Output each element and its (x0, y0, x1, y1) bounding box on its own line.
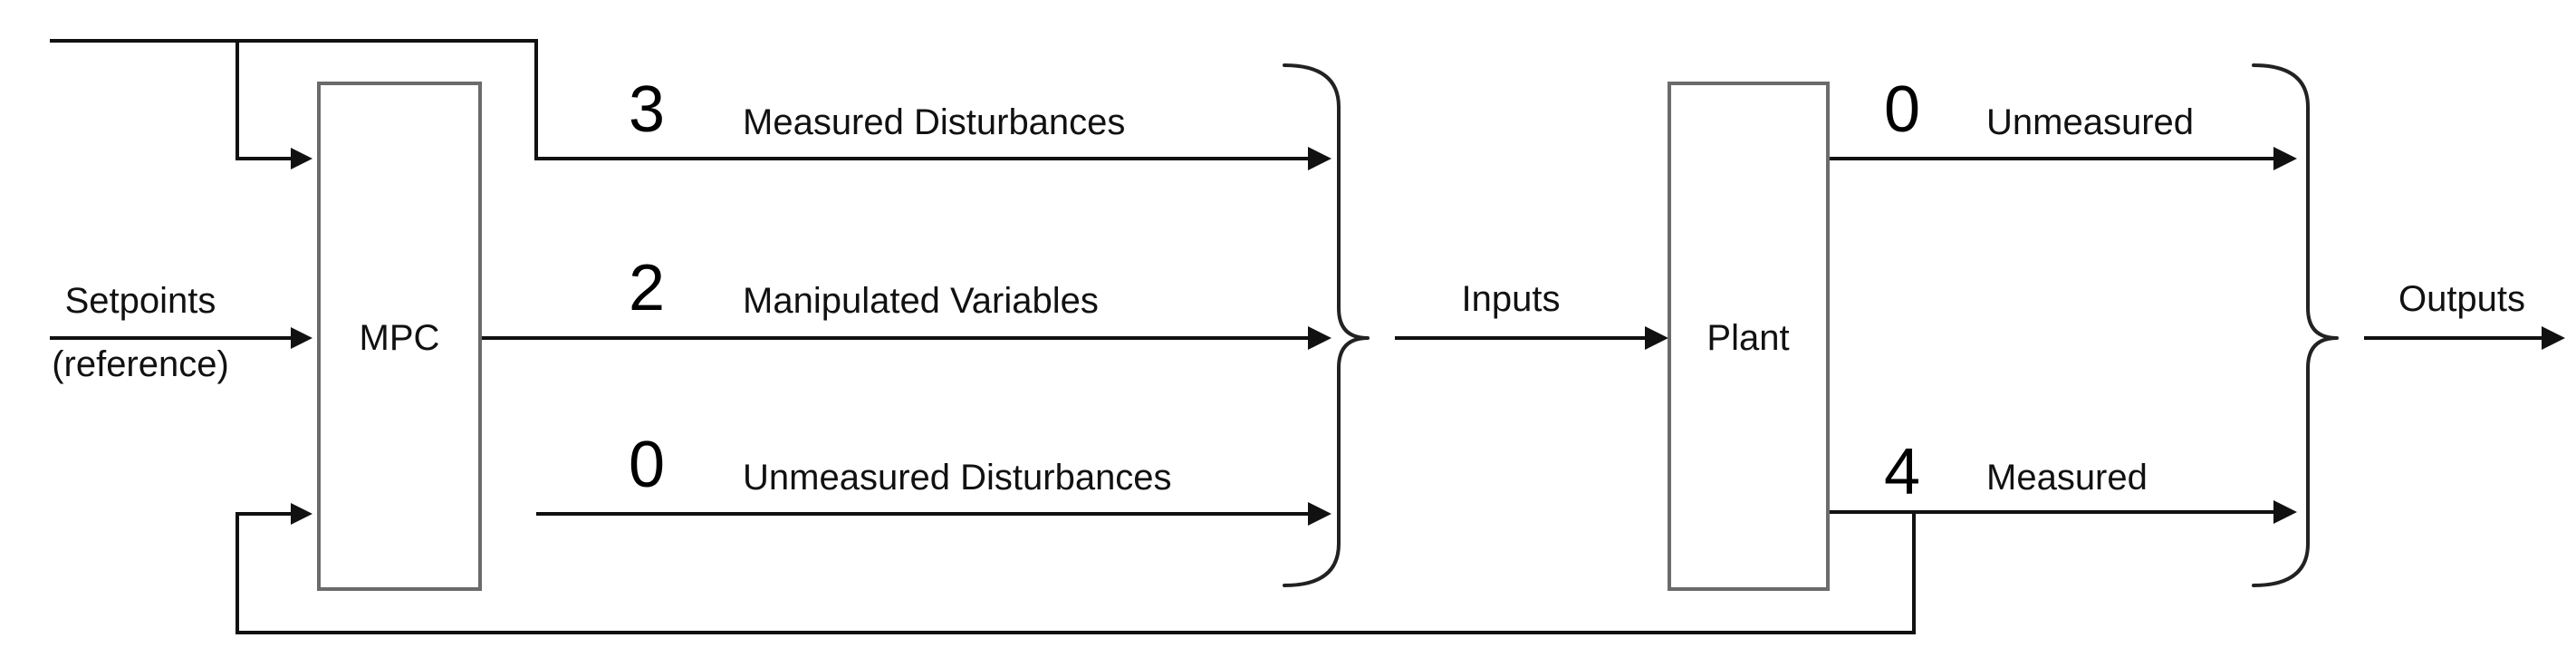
arrowhead-measured (2273, 500, 2297, 524)
setpoints-label: Setpoints (65, 281, 216, 321)
unmeasured-label: Unmeasured (1986, 102, 2194, 142)
feedback-wire (235, 512, 1916, 634)
arrowhead-md-mpc (291, 148, 312, 169)
arrowhead-unmeasured (2273, 147, 2297, 170)
md-to-mpc-wire (235, 41, 299, 160)
mpc-label: MPC (360, 318, 440, 358)
inputs-brace (1283, 63, 1370, 587)
arrowhead-inputs (1645, 326, 1668, 350)
md-label: Measured Disturbances (743, 102, 1125, 142)
md-count: 3 (629, 73, 665, 146)
measured-label: Measured (1986, 458, 2148, 498)
arrowhead-outputs (2542, 326, 2565, 350)
md-feed-wire (50, 39, 1309, 160)
arrowhead-md (1308, 147, 1331, 170)
mv-count: 2 (629, 252, 665, 324)
arrowhead-feedback (291, 503, 312, 525)
measured-count: 4 (1884, 436, 1920, 508)
ud-label: Unmeasured Disturbances (743, 458, 1172, 498)
arrowhead-setpoint (291, 327, 312, 349)
reference-label: (reference) (52, 344, 229, 384)
plant-block (1668, 82, 1830, 591)
mpc-block (317, 82, 482, 591)
inputs-label: Inputs (1462, 279, 1561, 319)
arrowhead-ud (1308, 502, 1331, 526)
plant-label: Plant (1706, 318, 1789, 358)
outputs-brace (2252, 63, 2339, 587)
ud-count: 0 (629, 429, 665, 501)
unmeasured-count: 0 (1884, 73, 1920, 146)
arrowhead-mv (1308, 326, 1331, 350)
mv-label: Manipulated Variables (743, 281, 1099, 321)
outputs-label: Outputs (2398, 279, 2525, 319)
